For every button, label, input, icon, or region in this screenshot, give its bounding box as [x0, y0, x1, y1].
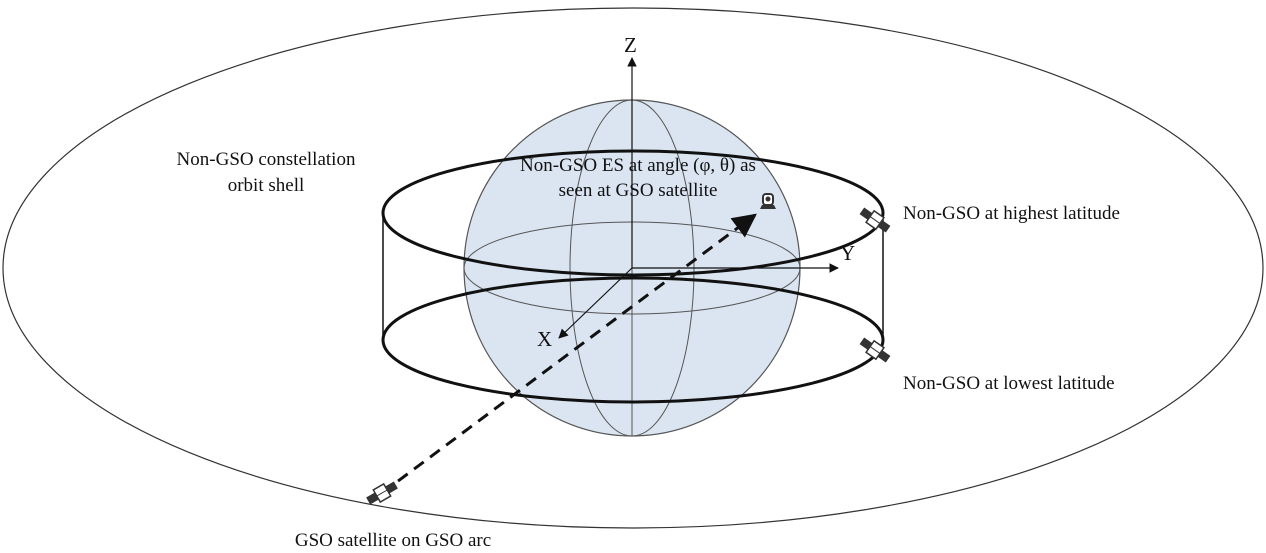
- earth-station-icon: [760, 193, 776, 209]
- es-label-line2: seen at GSO satellite: [559, 180, 718, 201]
- es-label-line1: Non-GSO ES at angle (φ, θ) as: [520, 155, 756, 176]
- y-axis-label: Y: [840, 241, 855, 265]
- gso-orbit-ellipse: [2, 7, 1264, 529]
- x-axis-label: X: [537, 327, 552, 351]
- z-axis-label: Z: [624, 33, 637, 57]
- highest-latitude-label: Non-GSO at highest latitude: [903, 203, 1120, 224]
- line-of-sight: [381, 213, 757, 495]
- lowest-latitude-label: Non-GSO at lowest latitude: [903, 373, 1115, 394]
- x-axis: [558, 267, 633, 339]
- satellite-icon-lowest: [857, 334, 893, 366]
- shell-label-line2: orbit shell: [228, 175, 305, 196]
- shell-label-line1: Non-GSO constellation: [177, 149, 356, 170]
- satellite-icon-gso: [363, 478, 401, 508]
- gso-satellite-label: GSO satellite on GSO arc: [295, 530, 491, 551]
